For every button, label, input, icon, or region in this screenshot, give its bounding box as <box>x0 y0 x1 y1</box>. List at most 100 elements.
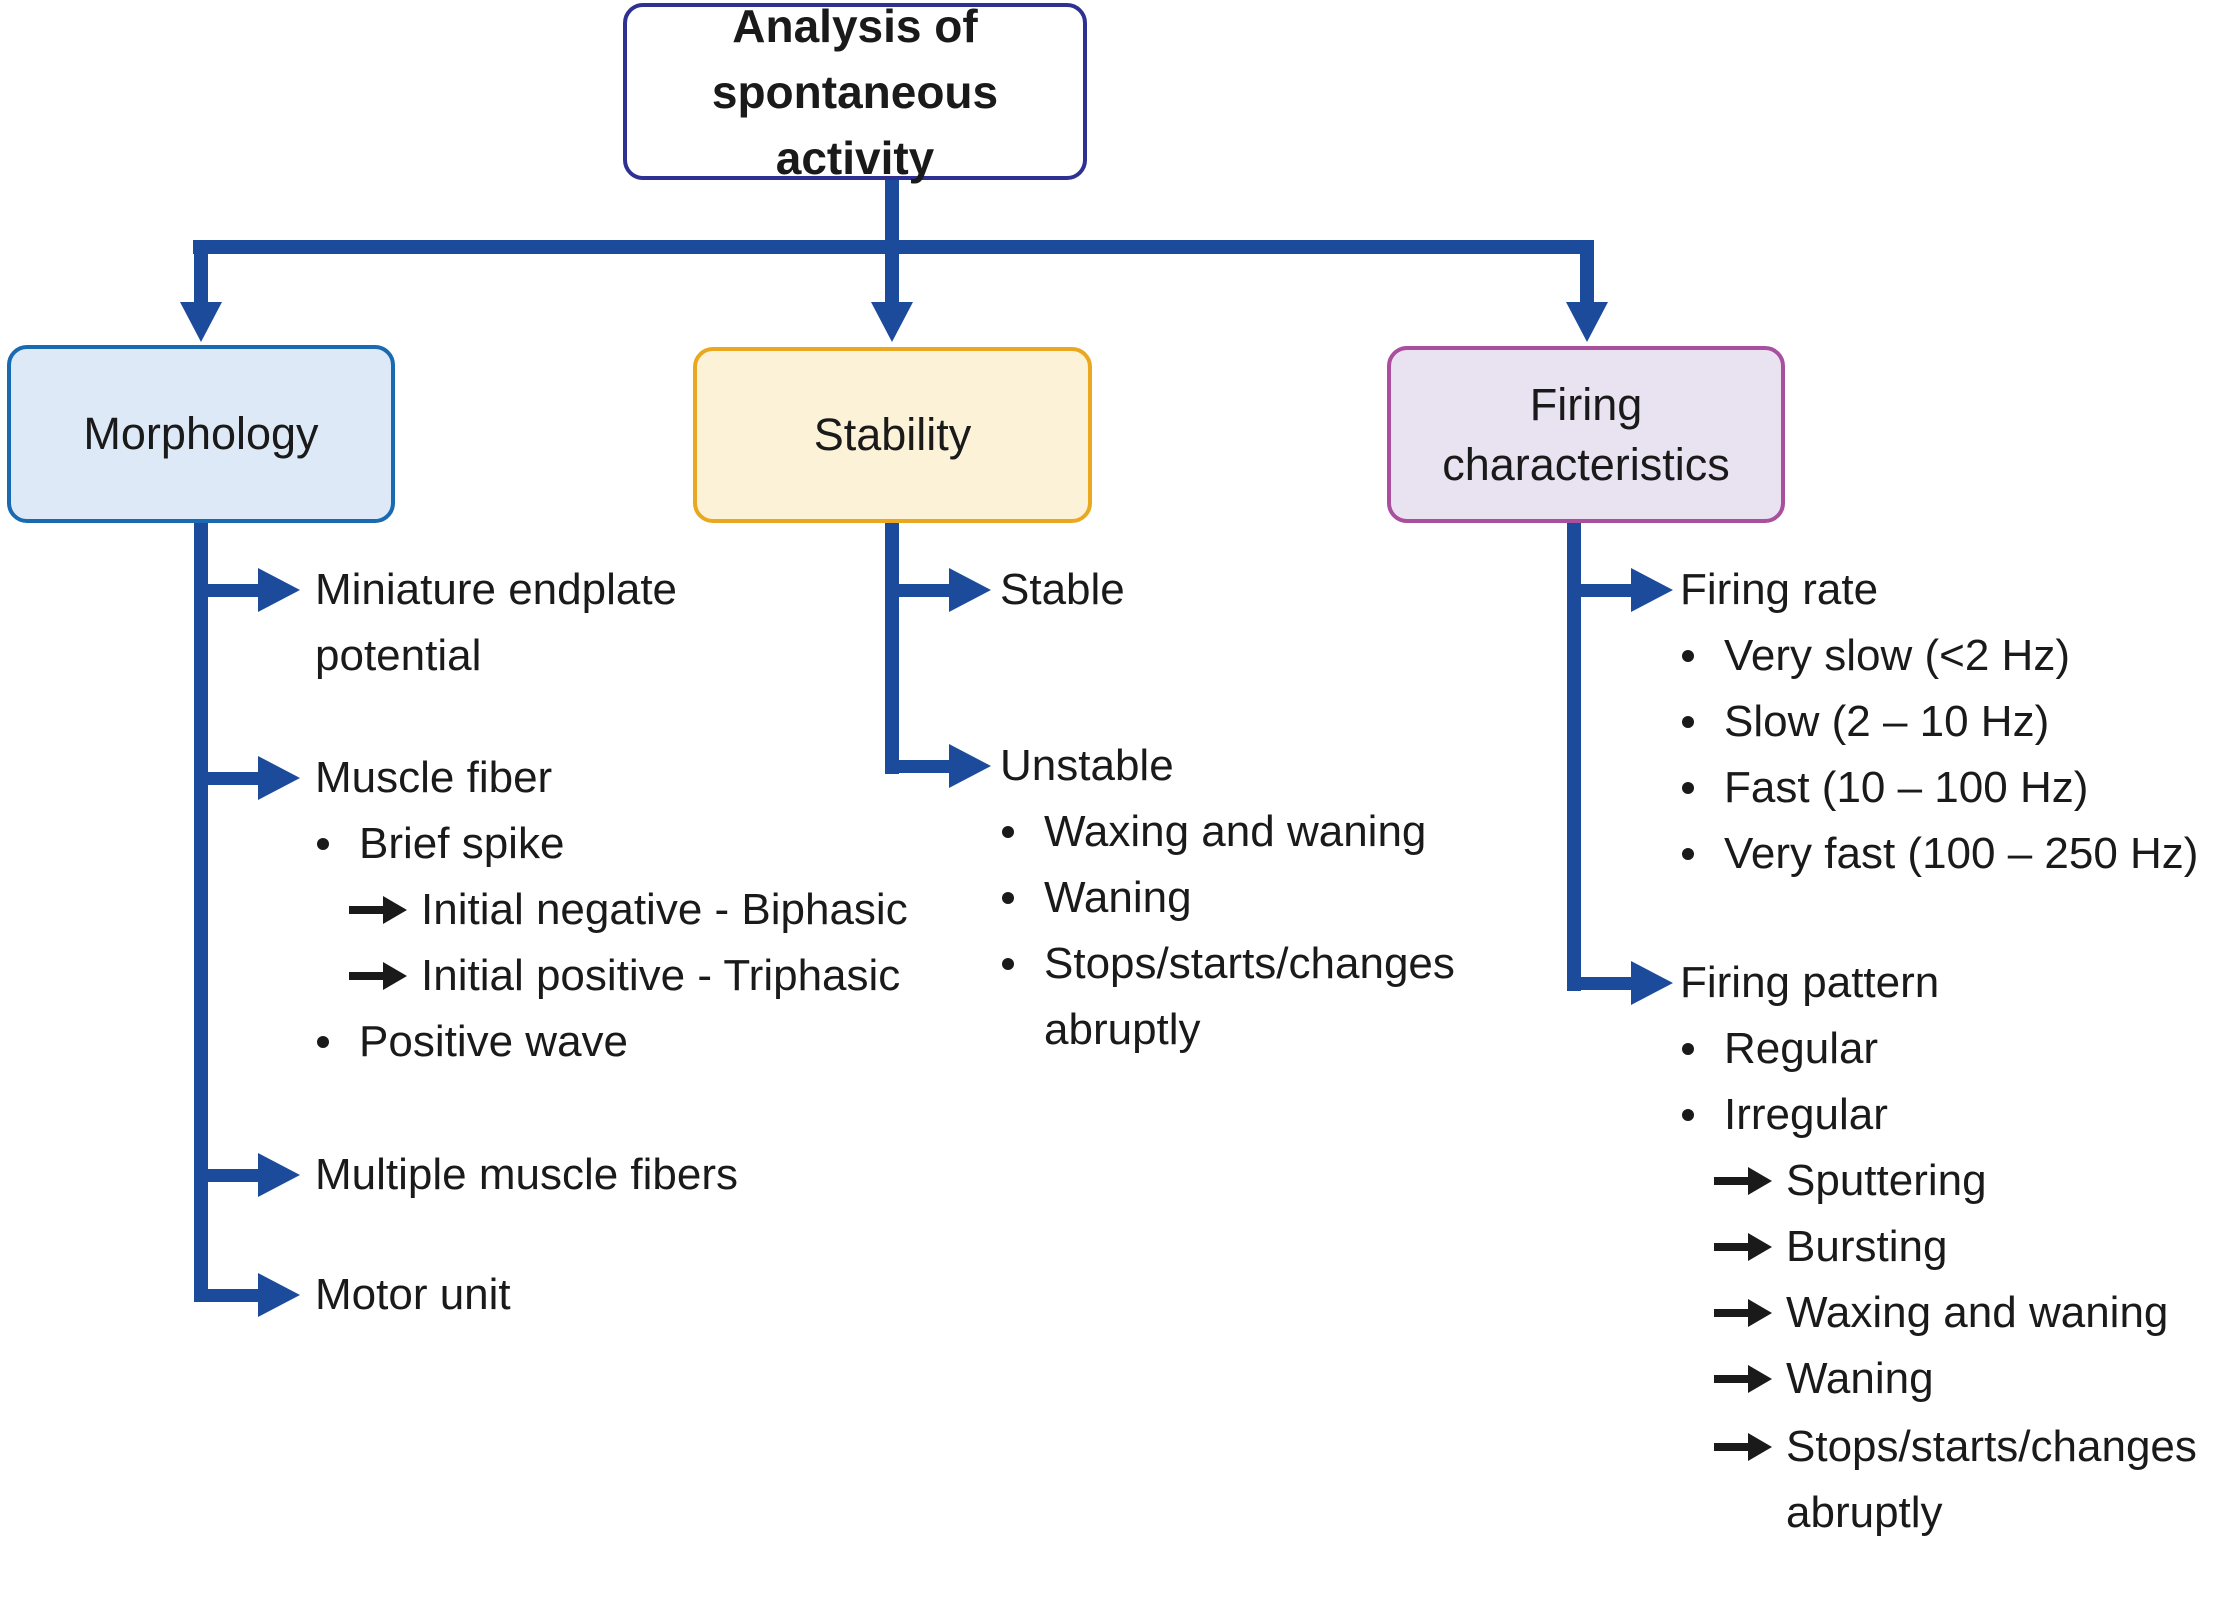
bullet-item-very-fast: Very fast (100 – 250 Hz) <box>1682 827 2198 881</box>
subitem-label: Bursting <box>1786 1222 1948 1271</box>
branch-arrow-icon <box>194 1273 300 1317</box>
arrow-head <box>1631 568 1673 612</box>
bullet-item-slow: Slow (2 – 10 Hz) <box>1682 695 2049 749</box>
branch-arrow-icon <box>1567 961 1673 1005</box>
bullet-item-very-slow: Very slow (<2 Hz) <box>1682 629 2070 683</box>
arrow-shaft <box>194 240 208 302</box>
bullet-icon <box>1682 1043 1694 1055</box>
arrow-shaft <box>1567 976 1631 990</box>
morphology-item-miniature-line1: Miniature endplate <box>315 565 678 614</box>
arrow-shaft <box>885 583 949 597</box>
bullet-item-positive-wave: Positive wave <box>317 1015 628 1069</box>
subitem-waxing-waning: Waxing and waning <box>1714 1286 2168 1340</box>
bullet-label: Waning <box>1044 873 1192 922</box>
subitem-label: Waxing and waning <box>1786 1288 2169 1337</box>
arrow-head <box>383 962 407 990</box>
bullet-label: Fast (10 – 100 Hz) <box>1724 763 2089 812</box>
arrow-right-icon <box>1714 1233 1772 1261</box>
arrow-shaft <box>885 240 899 302</box>
firing-label-line2: characteristics <box>1442 438 1730 490</box>
arrow-shaft <box>194 771 258 785</box>
stability-item-stable: Stable <box>1000 565 1125 614</box>
bullet-label: Very fast (100 – 250 Hz) <box>1724 829 2199 878</box>
arrow-head <box>383 896 407 924</box>
bullet-item-stops-starts-wrap: abruptly <box>1044 1005 1201 1054</box>
firing-node: Firing characteristics <box>1387 346 1785 523</box>
morphology-item-multiple-fibers: Multiple muscle fibers <box>315 1150 739 1199</box>
bullet-icon <box>1682 716 1694 728</box>
subitem-initial-negative: Initial negative - Biphasic <box>349 883 908 937</box>
subitem-bursting: Bursting <box>1714 1220 1947 1274</box>
branch-arrow-icon <box>885 568 991 612</box>
arrow-head <box>1631 961 1673 1005</box>
arrow-shaft <box>1714 1375 1748 1383</box>
bullet-label: Stops/starts/changes <box>1044 939 1455 988</box>
branch-arrow-icon <box>194 568 300 612</box>
arrow-head <box>949 744 991 788</box>
stability-item-unstable: Unstable <box>1000 741 1174 790</box>
bullet-item-fast: Fast (10 – 100 Hz) <box>1682 761 2088 815</box>
arrow-head <box>258 568 300 612</box>
subitem-label: Initial positive - Triphasic <box>421 951 901 1000</box>
stability-trunk <box>885 518 899 774</box>
branch-arrow-icon <box>194 756 300 800</box>
bullet-item-waxing-waning: Waxing and waning <box>1002 805 1426 859</box>
arrow-shaft <box>349 906 383 914</box>
arrow-head <box>871 302 913 342</box>
arrow-head <box>1748 1167 1772 1195</box>
bullet-icon <box>1682 848 1694 860</box>
bullet-item-stops-starts: Stops/starts/changes <box>1002 937 1455 991</box>
subitem-label: Initial negative - Biphasic <box>421 885 908 934</box>
bullet-icon <box>1682 782 1694 794</box>
bullet-label: Slow (2 – 10 Hz) <box>1724 697 2050 746</box>
bullet-icon <box>317 838 329 850</box>
firing-trunk <box>1567 518 1581 991</box>
subitem-label: Waning <box>1786 1354 1934 1403</box>
arrow-right-icon <box>349 962 407 990</box>
arrow-shaft <box>194 583 258 597</box>
stability-label: Stability <box>813 409 972 460</box>
arrow-head <box>1748 1233 1772 1261</box>
arrow-head <box>258 1153 300 1197</box>
arrow-right-icon <box>1714 1433 1772 1461</box>
subitem-sputtering: Sputtering <box>1714 1154 1987 1208</box>
morphology-trunk <box>194 518 208 1302</box>
arrow-shaft <box>349 972 383 980</box>
firing-item-pattern: Firing pattern <box>1680 958 1940 1007</box>
bullet-icon <box>1682 650 1694 662</box>
bullet-item-irregular: Irregular <box>1682 1088 1888 1142</box>
subitem-label: Stops/starts/changes <box>1786 1422 2197 1471</box>
subitem-stops-starts: Stops/starts/changes <box>1714 1420 2197 1474</box>
root-title-line1: Analysis of <box>732 0 978 52</box>
root-title-line2: spontaneous activity <box>711 65 999 184</box>
branch-arrow-icon <box>194 1153 300 1197</box>
stability-node: Stability <box>693 347 1092 523</box>
morphology-item-motor-unit: Motor unit <box>315 1270 511 1319</box>
root-node: Analysis of spontaneous activity <box>623 0 1087 184</box>
bullet-icon <box>1002 958 1014 970</box>
subitem-waning: Waning <box>1714 1352 1934 1406</box>
arrow-shaft <box>194 1288 258 1302</box>
morphology-label: Morphology <box>83 408 319 459</box>
arrow-shaft <box>1714 1443 1748 1451</box>
bullet-item-regular: Regular <box>1682 1022 1878 1076</box>
branch-arrow-icon <box>1567 568 1673 612</box>
morphology-node: Morphology <box>7 345 395 523</box>
connector-root-stub <box>885 177 899 248</box>
arrow-shaft <box>1567 583 1631 597</box>
arrow-head <box>258 756 300 800</box>
arrow-down-firing-icon <box>1566 240 1608 342</box>
bullet-item-waning: Waning <box>1002 871 1192 925</box>
branch-arrow-icon <box>885 744 991 788</box>
arrow-head <box>258 1273 300 1317</box>
bullet-label: Regular <box>1724 1024 1879 1073</box>
bullet-label: Irregular <box>1724 1090 1888 1139</box>
arrow-right-icon <box>349 896 407 924</box>
bullet-item-brief-spike: Brief spike <box>317 817 564 871</box>
bullet-icon <box>1002 892 1014 904</box>
firing-label-line1: Firing <box>1529 378 1643 430</box>
arrow-head <box>1748 1299 1772 1327</box>
arrow-shaft <box>194 1168 258 1182</box>
arrow-down-morphology-icon <box>180 240 222 342</box>
bullet-icon <box>1002 826 1014 838</box>
